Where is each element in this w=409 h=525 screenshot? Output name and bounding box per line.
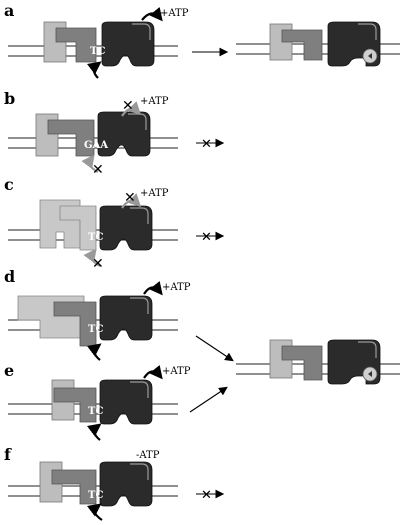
dark-motor-protein xyxy=(99,295,153,341)
nucleotide-label: GAA xyxy=(84,140,108,151)
blocked-atp-arrow xyxy=(121,193,142,209)
blocked-x-icon: ✕ xyxy=(122,98,134,114)
result-mid-protein xyxy=(281,29,323,61)
mid-protein xyxy=(55,27,97,63)
panel-b: b GAA ✕ ✕ +ATP ✕ xyxy=(4,89,225,178)
result-de xyxy=(236,339,400,385)
panel-c-label: c xyxy=(4,175,14,194)
nucleotide-label: TC xyxy=(88,232,103,243)
result-dark-motor-protein xyxy=(327,339,381,385)
result-mid-protein xyxy=(281,345,323,381)
panel-f: f TC -ATP ✕ xyxy=(4,445,225,521)
dark-motor-protein xyxy=(101,21,155,67)
panel-a-label: a xyxy=(4,1,14,20)
dark-motor-protein xyxy=(99,205,153,251)
mid-protein xyxy=(53,387,97,423)
nucleotide-label: TC xyxy=(90,46,105,57)
nucleotide-label: TC xyxy=(88,490,103,501)
nucleotide-label: TC xyxy=(88,324,103,335)
panel-e-label: e xyxy=(4,361,14,380)
blocked-x-icon: ✕ xyxy=(201,137,212,152)
atp-label: +ATP xyxy=(162,366,191,377)
panel-d: d TC +ATP xyxy=(4,267,234,362)
atp-label: +ATP xyxy=(162,282,191,293)
blocked-x-icon: ✕ xyxy=(92,162,104,178)
panel-c: c TC ✕ ✕ +ATP ✕ xyxy=(4,175,225,272)
panel-e: e TC +ATP xyxy=(4,361,228,441)
blocked-atp-arrow xyxy=(121,101,142,117)
mid-protein xyxy=(47,119,95,157)
blocked-translocation-arrow xyxy=(81,154,99,173)
blocked-x-icon: ✕ xyxy=(201,488,212,503)
atp-label: +ATP xyxy=(140,96,169,107)
mid-protein xyxy=(59,205,97,251)
panel-f-label: f xyxy=(4,445,12,464)
reaction-arrow xyxy=(189,386,228,413)
blocked-x-icon: ✕ xyxy=(201,230,212,245)
atp-hydrolysis-arrow xyxy=(143,281,163,296)
mid-protein xyxy=(51,469,97,505)
atp-label: +ATP xyxy=(160,8,189,19)
translocation-arrow xyxy=(87,343,102,361)
result-dark-motor-protein xyxy=(327,21,381,67)
blocked-x-icon: ✕ xyxy=(92,256,104,272)
panel-b-label: b xyxy=(4,89,15,108)
atp-label: +ATP xyxy=(140,188,169,199)
dark-motor-protein xyxy=(99,461,153,507)
reaction-arrow xyxy=(195,335,234,362)
panel-d-label: d xyxy=(4,267,15,286)
dark-motor-protein xyxy=(99,379,153,425)
panel-a: a TC +ATP xyxy=(4,1,400,79)
blocked-x-icon: ✕ xyxy=(124,190,136,206)
blocked-translocation-arrow xyxy=(83,248,101,267)
translocation-arrow xyxy=(87,423,102,441)
mid-protein xyxy=(53,301,97,347)
atp-hydrolysis-arrow xyxy=(143,365,163,380)
translocation-arrow xyxy=(87,61,102,79)
atp-hydrolysis-arrow xyxy=(141,7,163,22)
atp-label: -ATP xyxy=(136,450,160,461)
nucleotide-label: TC xyxy=(88,406,103,417)
translocation-arrow xyxy=(87,503,103,521)
